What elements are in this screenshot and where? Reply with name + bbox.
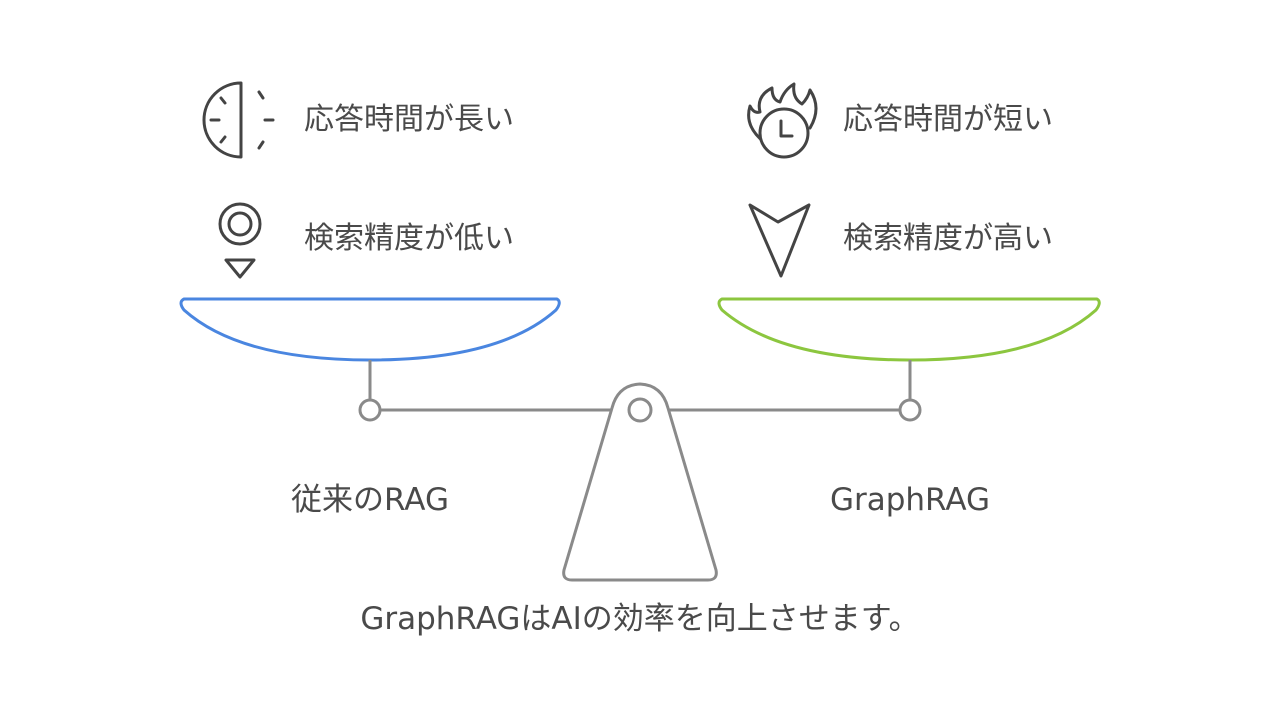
right-joint — [898, 398, 922, 422]
scale-stand — [562, 382, 718, 582]
left-pan — [179, 297, 561, 362]
left-item-1-label: 応答時間が長い — [304, 102, 514, 137]
diagram-caption: GraphRAGはAIの効率を向上させます。 — [360, 601, 920, 637]
left-joint — [358, 398, 382, 422]
fire-clock-icon — [747, 82, 818, 159]
half-clock-icon — [202, 81, 275, 159]
right-item-1-label: 応答時間が短い — [843, 102, 1053, 137]
left-item-2-label: 検索精度が低い — [304, 221, 514, 256]
pivot — [627, 397, 653, 423]
left-title: 従来のRAG — [291, 482, 449, 518]
right-item-2-label: 検索精度が高い — [843, 221, 1053, 256]
arrow-down-icon — [748, 203, 811, 278]
right-title: GraphRAG — [829, 482, 991, 518]
right-pan — [717, 297, 1101, 362]
target-down-icon — [218, 202, 262, 279]
